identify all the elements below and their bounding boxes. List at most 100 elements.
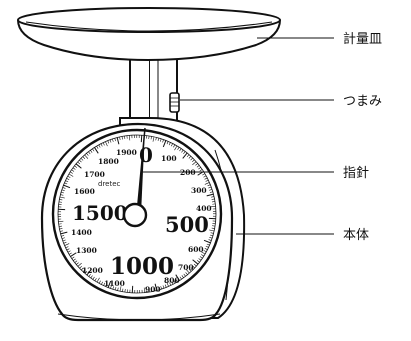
- dial-tick: [79, 159, 82, 163]
- dial-tick: [84, 270, 88, 274]
- dial-tick: [196, 165, 200, 168]
- dial-number-1200: 1200: [82, 266, 103, 275]
- dial-tick: [92, 148, 95, 152]
- dial-tick: [166, 141, 169, 145]
- dial-tick: [207, 184, 211, 187]
- dial-number-1800: 1800: [98, 157, 119, 166]
- dial-tick: [205, 245, 209, 248]
- dial-tick: [112, 138, 114, 142]
- dial-tick: [153, 288, 155, 292]
- dial-tick: [101, 281, 103, 285]
- dial-tick: [209, 236, 213, 239]
- dial-tick: [168, 142, 171, 146]
- label-pointer: 指針: [343, 166, 369, 181]
- dial-tick: [61, 235, 65, 237]
- dial-tick: [59, 228, 63, 230]
- dial-tick: [66, 178, 70, 180]
- dial-tick: [169, 282, 172, 286]
- dial-tick: [61, 189, 65, 192]
- dial-number-1000: 1000: [110, 253, 174, 280]
- dial-tick: [179, 276, 182, 280]
- label-knob: つまみ: [343, 94, 382, 109]
- dial-tick: [64, 243, 70, 246]
- dial-number-800: 800: [164, 276, 180, 285]
- dial-tick: [199, 169, 203, 172]
- dial-tick: [192, 265, 195, 269]
- dial-tick: [192, 259, 199, 265]
- dial-tick: [66, 248, 70, 251]
- dial-tick: [185, 269, 190, 274]
- dial-tick: [205, 179, 209, 182]
- dial-tick: [211, 198, 215, 200]
- dial-number-1900: 1900: [116, 148, 137, 157]
- dial-tick: [74, 165, 78, 168]
- dial-number-1300: 1300: [76, 246, 97, 255]
- dial-tick: [209, 189, 213, 191]
- dial-tick: [210, 232, 214, 234]
- dial-tick: [64, 182, 68, 185]
- dial-tick: [119, 286, 122, 292]
- dial-tick: [198, 258, 202, 261]
- dial-tick: [188, 156, 192, 159]
- dial-number-500: 500: [165, 212, 209, 237]
- dial-number-1400: 1400: [71, 228, 92, 237]
- pointer-hub: [122, 202, 148, 228]
- dial-number-600: 600: [188, 245, 204, 254]
- dial-tick: [73, 258, 76, 261]
- dial-tick: [71, 256, 75, 259]
- dial-tick: [107, 280, 112, 288]
- dial-tick: [174, 145, 178, 151]
- leader-lines: [143, 37, 334, 235]
- dial-tick: [193, 263, 197, 267]
- dial-tick: [183, 151, 186, 155]
- dial-tick: [171, 281, 174, 285]
- dial-tick: [203, 250, 207, 253]
- dial-tick: [61, 237, 65, 239]
- dial-tick: [173, 144, 176, 148]
- dial-number-1100: 1100: [104, 279, 125, 288]
- dial-tick: [62, 187, 66, 189]
- dial-tick: [94, 147, 99, 154]
- dial-tick: [151, 288, 153, 292]
- dial-tick: [188, 269, 192, 272]
- dial-tick: [103, 282, 106, 286]
- dial-tick: [80, 158, 84, 161]
- dial-tick: [199, 256, 203, 259]
- dial-tick: [86, 269, 92, 276]
- dial-tick: [82, 156, 86, 159]
- dial-number-900: 900: [145, 285, 161, 294]
- dial-tick: [173, 280, 176, 284]
- dial-tick: [112, 286, 115, 290]
- dial-tick: [71, 169, 75, 172]
- dial-tick: [114, 286, 117, 291]
- dial-tick: [181, 275, 184, 278]
- brand-text: dretec: [98, 180, 121, 188]
- pan-part: [17, 7, 281, 62]
- dial-tick: [203, 239, 211, 244]
- dial-tick: [110, 285, 112, 289]
- dial-tick: [160, 286, 162, 290]
- label-pan: 計量皿: [343, 31, 382, 47]
- dial-tick: [65, 180, 69, 183]
- dial-tick: [196, 260, 200, 263]
- dial-tick: [76, 262, 79, 265]
- dial-tick: [208, 186, 212, 189]
- dial-number-1700: 1700: [84, 170, 105, 179]
- dial-tick: [59, 230, 63, 232]
- dial-tick: [204, 182, 210, 185]
- dial-number-700: 700: [178, 263, 194, 272]
- dial-number-400: 400: [196, 204, 212, 213]
- dial-tick: [75, 163, 82, 169]
- dial-tick: [100, 143, 103, 147]
- dial-tick: [185, 272, 188, 275]
- dial-tick: [162, 139, 164, 143]
- dial-tick: [211, 227, 215, 229]
- dial-tick: [60, 231, 68, 235]
- dial-tick: [157, 137, 160, 142]
- dial-tick: [60, 194, 64, 196]
- dial-tick: [74, 260, 78, 263]
- dial-tick: [94, 278, 97, 281]
- dial-number-300: 300: [191, 186, 207, 195]
- dial-tick: [175, 274, 180, 281]
